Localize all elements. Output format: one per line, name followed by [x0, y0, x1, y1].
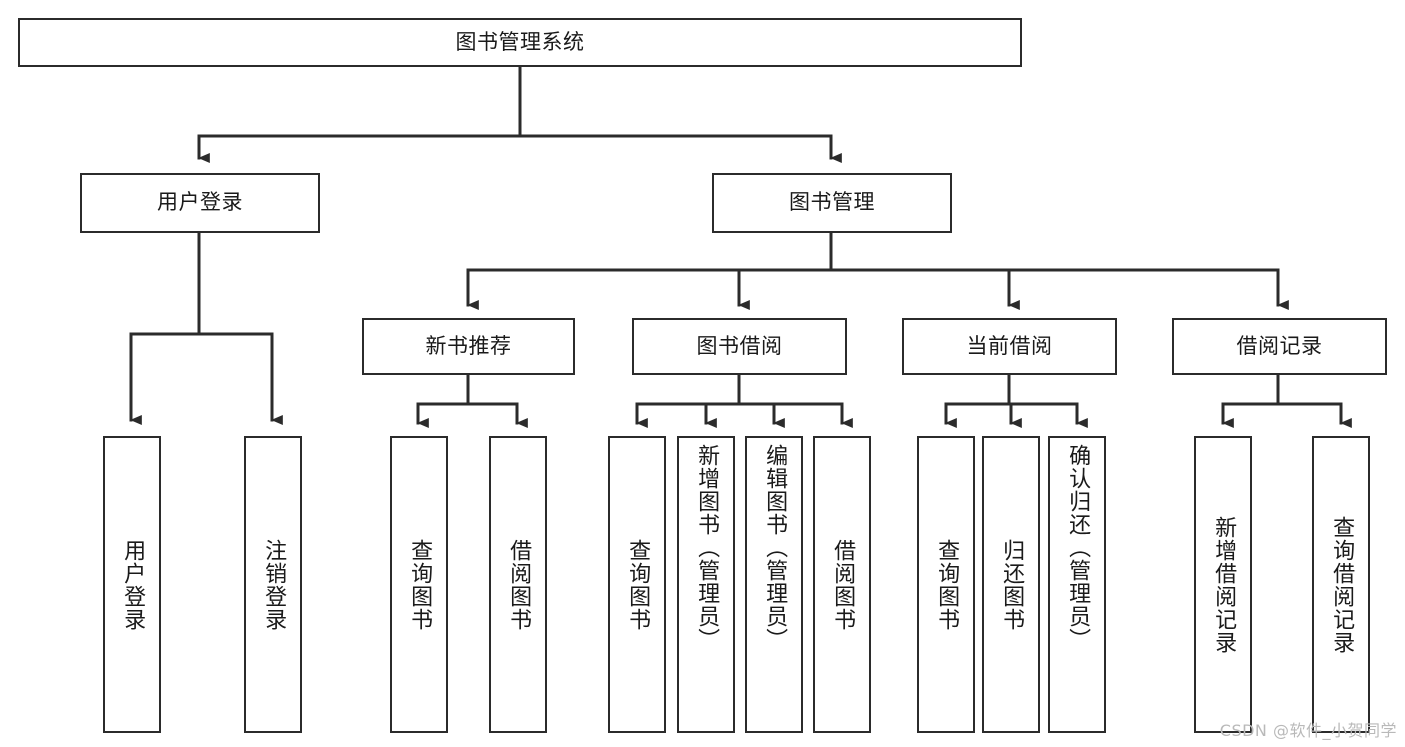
- node-label: 确认归还（管理员）: [1065, 444, 1091, 651]
- node-label: 新增图书（管理员）: [694, 444, 720, 651]
- node-label: 借阅图书: [830, 538, 856, 631]
- node-label: 用户登录: [157, 190, 243, 215]
- node-label: 编辑图书（管理员）: [762, 444, 788, 651]
- leaf-current-return-book[interactable]: 归还图书: [982, 436, 1040, 733]
- node-label: 归还图书: [999, 538, 1025, 631]
- leaf-borrow-borrow-book[interactable]: 借阅图书: [813, 436, 871, 733]
- node-label: 图书借阅: [696, 333, 783, 358]
- node-label: 图书管理: [789, 190, 875, 215]
- node-book-management[interactable]: 图书管理: [712, 173, 952, 233]
- leaf-current-confirm-return-admin[interactable]: 确认归还（管理员）: [1048, 436, 1106, 733]
- node-label: 新书推荐: [425, 333, 512, 358]
- node-label: 注销登录: [261, 538, 287, 631]
- csdn-watermark: CSDN @软件_小贺同学: [1219, 721, 1397, 740]
- node-label: 新增借阅记录: [1211, 515, 1237, 654]
- node-label: 查询图书: [934, 538, 960, 631]
- leaf-recommend-query-book[interactable]: 查询图书: [390, 436, 448, 733]
- node-new-book-recommend[interactable]: 新书推荐: [362, 318, 575, 375]
- node-label: 查询图书: [407, 538, 433, 631]
- leaf-user-login-login[interactable]: 用户登录: [103, 436, 161, 733]
- leaf-current-query-book[interactable]: 查询图书: [917, 436, 975, 733]
- node-label: 查询图书: [625, 538, 651, 631]
- node-label: 用户登录: [120, 538, 146, 631]
- node-label: 查询借阅记录: [1329, 515, 1355, 654]
- node-root-system[interactable]: 图书管理系统: [18, 18, 1022, 67]
- node-label: 借阅图书: [506, 538, 532, 631]
- node-user-login[interactable]: 用户登录: [80, 173, 320, 233]
- leaf-borrow-edit-book-admin[interactable]: 编辑图书（管理员）: [745, 436, 803, 733]
- leaf-user-login-logout[interactable]: 注销登录: [244, 436, 302, 733]
- node-book-borrow[interactable]: 图书借阅: [632, 318, 847, 375]
- leaf-borrow-add-book-admin[interactable]: 新增图书（管理员）: [677, 436, 735, 733]
- node-label: 当前借阅: [966, 333, 1053, 358]
- node-label: 借阅记录: [1236, 333, 1323, 358]
- leaf-borrow-query-book[interactable]: 查询图书: [608, 436, 666, 733]
- node-current-borrow[interactable]: 当前借阅: [902, 318, 1117, 375]
- node-label: 图书管理系统: [455, 29, 585, 54]
- node-borrow-records[interactable]: 借阅记录: [1172, 318, 1387, 375]
- leaf-records-add-record[interactable]: 新增借阅记录: [1194, 436, 1252, 733]
- leaf-recommend-borrow-book[interactable]: 借阅图书: [489, 436, 547, 733]
- leaf-records-query-record[interactable]: 查询借阅记录: [1312, 436, 1370, 733]
